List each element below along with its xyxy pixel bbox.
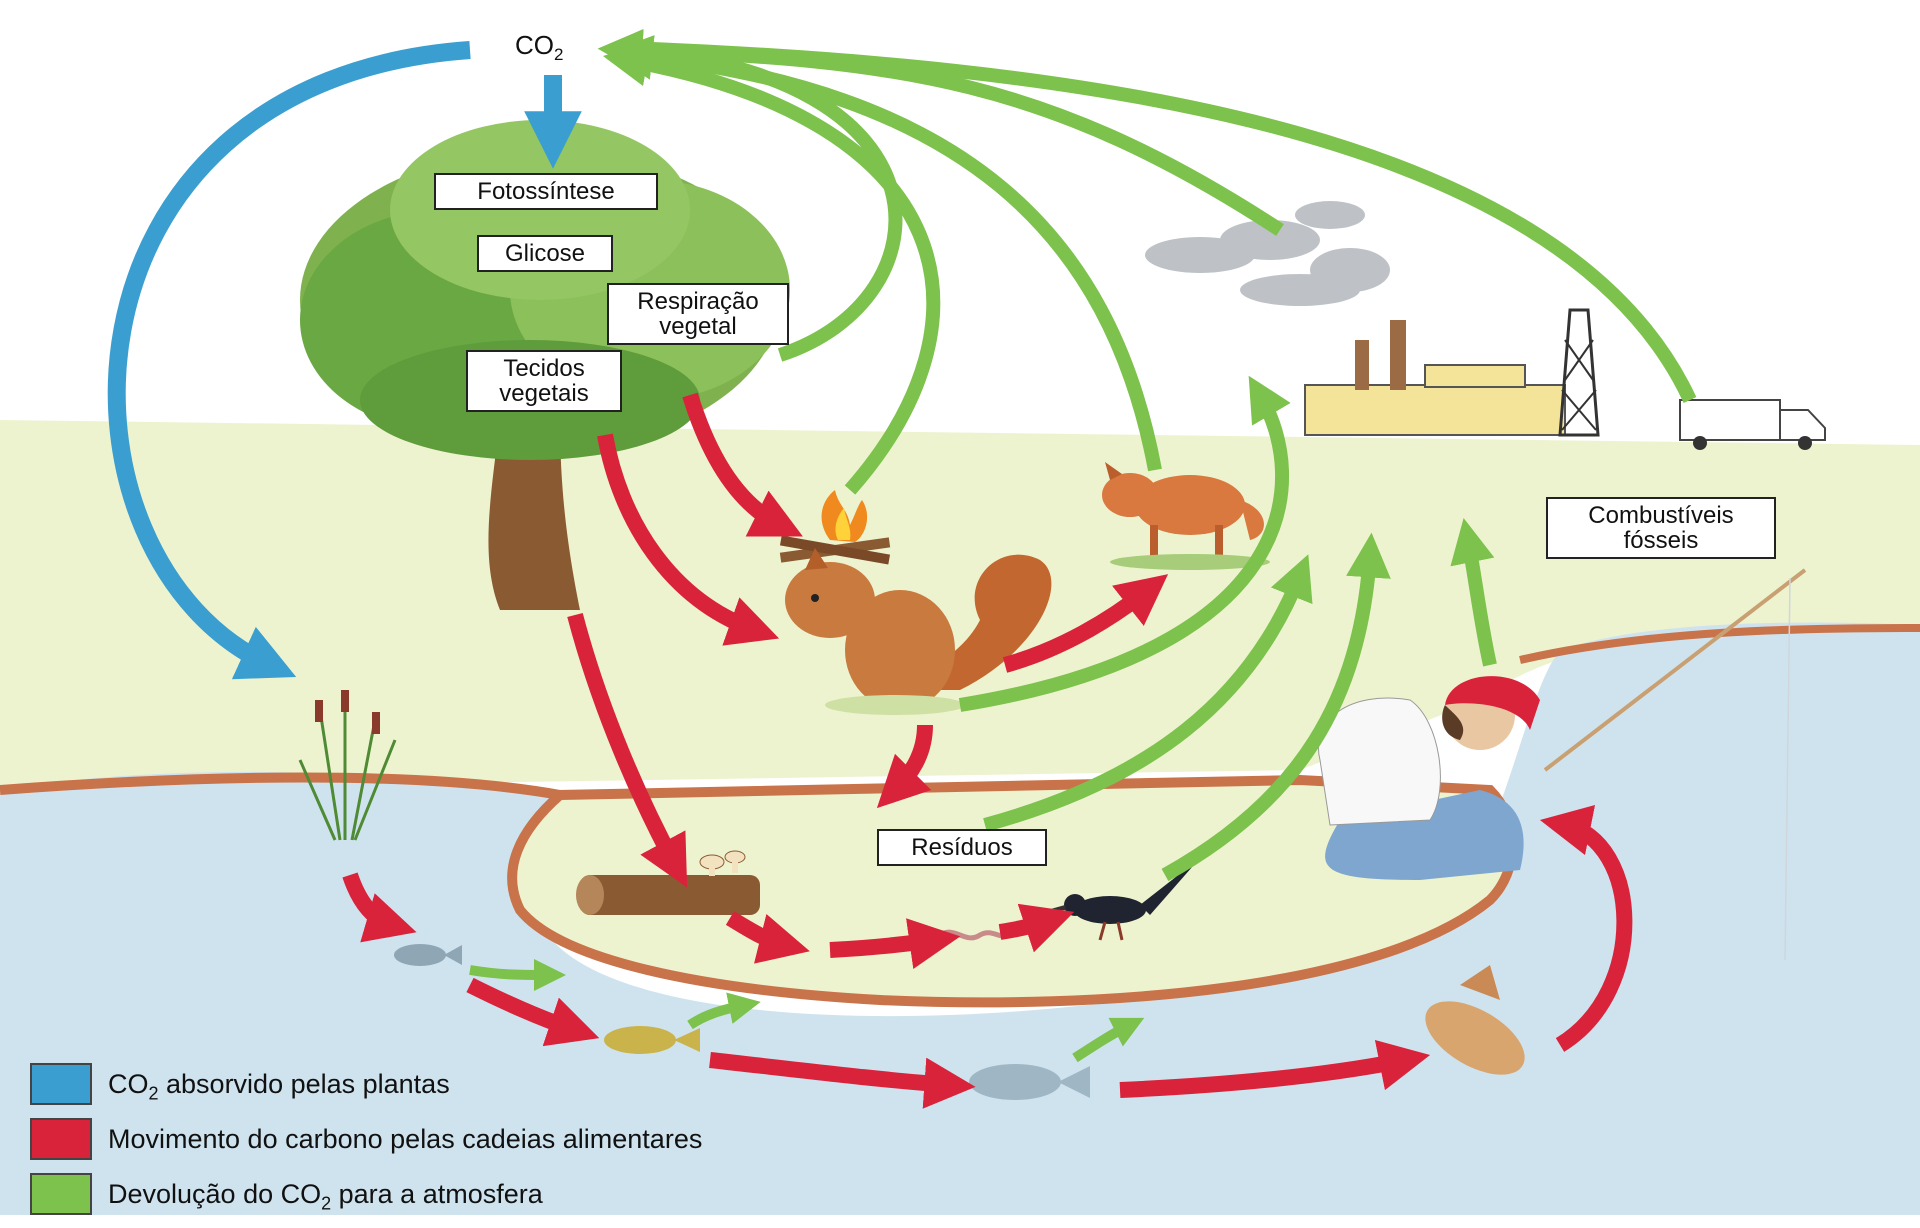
- fossil-fuels-line2: fósseis: [1623, 527, 1699, 554]
- arrow-truck-to-co2: [629, 41, 1697, 403]
- legend-absorbed-sub: 2: [148, 1083, 159, 1104]
- arrow-squirrel-to-fox: [1002, 574, 1169, 673]
- arrow-log-to-insect: [725, 911, 810, 964]
- legend-swatch-green: [30, 1173, 92, 1215]
- arrow-tree-to-squirrel: [597, 433, 780, 646]
- legend-swatch-blue: [30, 1063, 92, 1105]
- fossil-fuels-label: Combustíveis fósseis: [1546, 497, 1776, 559]
- co2-text: CO: [515, 30, 554, 60]
- fox-icon: [1102, 462, 1270, 570]
- legend-food-chain-pre: Movimento do carbono pelas cadeias alime…: [108, 1124, 703, 1154]
- arrow-fox-to-co2: [607, 35, 1162, 472]
- ground: [0, 420, 1920, 790]
- legend-absorbed-pre: CO: [108, 1069, 149, 1099]
- bird-icon: [1040, 858, 1200, 941]
- arrow-fish2-to-air: [687, 992, 761, 1030]
- arrow-fish2-to-fish3: [709, 1052, 976, 1109]
- tree-icon: [300, 120, 790, 610]
- arrow-squirrel-to-residues: [876, 724, 933, 809]
- arrow-fisherman-to-air: [1450, 518, 1497, 667]
- glucose-label: Glicose: [477, 235, 613, 272]
- arrow-worm-to-bird: [998, 903, 1075, 953]
- arrow-fire-to-co2: [602, 41, 941, 495]
- factory-icon: [1304, 308, 1600, 437]
- residues-label: Resíduos: [877, 829, 1047, 866]
- arrow-insect-to-worm: [829, 918, 961, 969]
- food-chain-arrows: [342, 392, 1633, 1109]
- fishing-rod-icon: [1543, 568, 1807, 961]
- arrow-co2-to-water-plants: [107, 41, 471, 680]
- plant-respiration-line2: vegetal: [659, 313, 737, 340]
- arrow-fish-to-fish2: [466, 977, 600, 1047]
- arrow-tree-to-fire: [682, 392, 803, 537]
- legend-returned-post: para a atmosfera: [331, 1179, 543, 1209]
- water: [0, 622, 1920, 1215]
- arrow-tree-to-log: [567, 612, 688, 888]
- arrow-bird-to-air: [1161, 532, 1391, 882]
- residues-text: Resíduos: [911, 834, 1013, 861]
- plant-tissues-label: Tecidos vegetais: [466, 350, 622, 412]
- absorbed-arrows: [107, 41, 582, 680]
- plant-respiration-label: Respiração vegetal: [607, 283, 789, 345]
- fossil-fuels-line1: Combustíveis: [1588, 502, 1734, 529]
- co2-subscript: 2: [554, 45, 564, 65]
- arrow-squirrel-to-factory: [958, 375, 1291, 712]
- campfire-icon: [779, 490, 891, 565]
- arrow-fish3-to-air: [1072, 1017, 1145, 1063]
- legend-text-food-chain: Movimento do carbono pelas cadeias alime…: [108, 1124, 702, 1155]
- mushroom-icon: [699, 850, 746, 876]
- arrow-fish4-to-fisherman: [1539, 804, 1633, 1052]
- photosynthesis-text: Fotossíntese: [477, 178, 615, 205]
- legend-swatch-red: [30, 1118, 92, 1160]
- smoke-icon: [1145, 201, 1390, 306]
- plant-tissues-line1: Tecidos: [503, 355, 585, 382]
- legend-returned-pre: Devolução do CO: [108, 1179, 322, 1209]
- arrow-residues-to-air: [983, 554, 1313, 832]
- cattail-icon: [298, 690, 397, 841]
- co2-label: CO2: [515, 30, 563, 65]
- arrow-fish3-to-fish4: [1119, 1039, 1431, 1098]
- fisherman-icon: [1318, 676, 1540, 880]
- legend-text-returned: Devolução do CO2 para a atmosfera: [108, 1179, 543, 1214]
- legend-returned-sub: 2: [321, 1193, 332, 1214]
- legend-absorbed-post: absorvido pelas plantas: [158, 1069, 450, 1099]
- plant-respiration-line1: Respiração: [637, 288, 759, 315]
- glucose-text: Glicose: [504, 240, 586, 267]
- legend-text-absorbed: CO2 absorvido pelas plantas: [108, 1069, 450, 1104]
- arrow-cattail-to-fish: [342, 872, 417, 943]
- plant-tissues-line2: vegetais: [499, 380, 589, 407]
- shoreline: [0, 772, 561, 800]
- log-icon: [576, 875, 760, 915]
- squirrel-icon: [785, 548, 1052, 715]
- fish-icon: [394, 944, 1525, 1100]
- truck-icon: [1679, 399, 1826, 450]
- photosynthesis-label: Fotossíntese: [434, 173, 658, 210]
- arrow-fish1-to-air: [469, 958, 567, 991]
- returned-arrows: [469, 28, 1697, 1063]
